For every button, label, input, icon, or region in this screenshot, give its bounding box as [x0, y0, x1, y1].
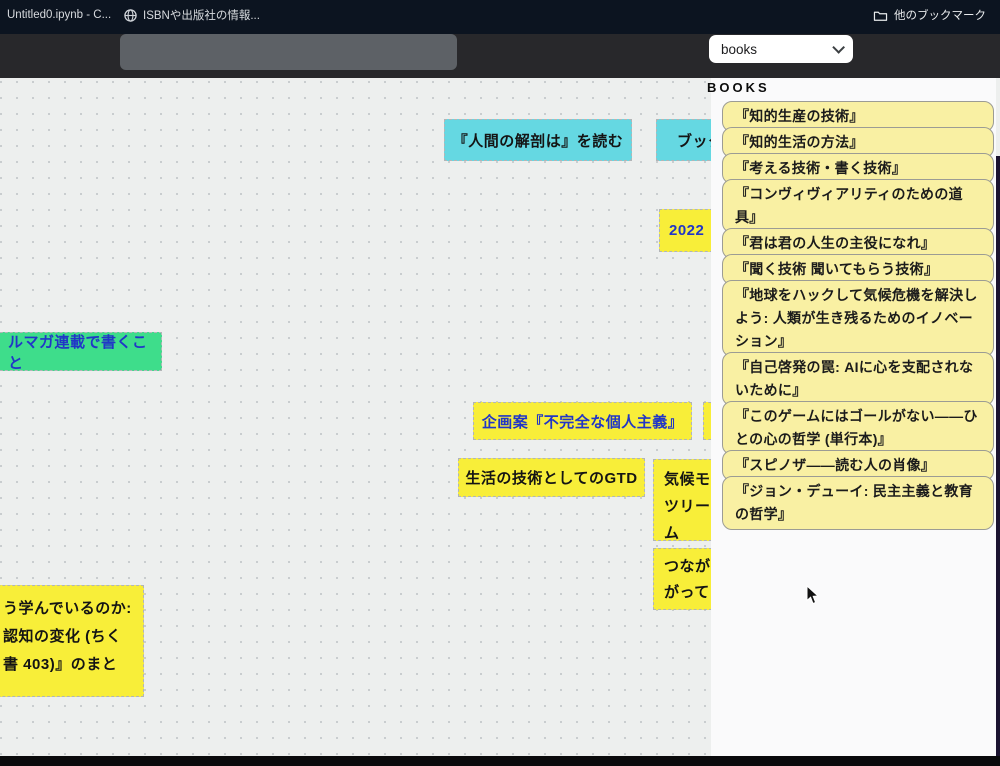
- book-list-item[interactable]: 『コンヴィヴィアリティのための道具』: [722, 179, 994, 233]
- browser-tab-isbn[interactable]: ISBNや出版社の情報...: [124, 7, 260, 23]
- book-list-item[interactable]: 『スピノザ——読む人の肖像』: [722, 450, 994, 481]
- sticky-note-mailmag[interactable]: ルマガ連載で書くこと: [0, 332, 162, 372]
- globe-icon: [124, 8, 137, 22]
- sticky-note-2022[interactable]: 2022: [659, 209, 711, 252]
- sidebar-title: BOOKS: [707, 80, 770, 95]
- book-list-item[interactable]: 『地球をハックして気候危機を解決しよう: 人類が生き残るためのイノベーション』: [722, 280, 994, 357]
- books-dropdown-value: books: [721, 41, 758, 57]
- chevron-down-icon: [832, 40, 845, 54]
- other-bookmarks-button[interactable]: 他のブックマーク: [873, 7, 986, 23]
- window-bottom-bar: [0, 756, 1000, 766]
- sticky-note-manabi[interactable]: う学んでいるのか: 認知の変化 (ちく 書 403)』のまと: [0, 585, 144, 697]
- other-bookmarks-label: 他のブックマーク: [894, 10, 986, 22]
- mouse-cursor-arrow: [806, 585, 820, 605]
- sticky-note-tsunaga[interactable]: つなが がって: [653, 548, 711, 610]
- book-list-item[interactable]: 『このゲームにはゴールがない——ひとの心の哲学 (単行本)』: [722, 401, 994, 455]
- book-list-item[interactable]: 『自己啓発の罠: AIに心を支配されないために』: [722, 352, 994, 406]
- books-dropdown[interactable]: books: [709, 35, 853, 63]
- address-search-field[interactable]: [120, 34, 457, 70]
- book-list-item[interactable]: 『君は君の人生の主役になれ』: [722, 228, 994, 259]
- sticky-note-book-clipped[interactable]: ブック: [656, 119, 711, 161]
- book-list-item[interactable]: 『考える技術・書く技術』: [722, 153, 994, 184]
- book-list-item[interactable]: 『ジョン・デューイ: 民主主義と教育の哲学』: [722, 476, 994, 530]
- browser-tab-untitled[interactable]: Untitled0.ipynb - C...: [7, 9, 112, 21]
- whiteboard-canvas[interactable]: 『人間の解剖は』を読む ブック 2022 ルマガ連載で書くこと 企画案『不完全な…: [0, 78, 711, 756]
- browser-top-bar: Untitled0.ipynb - C... ISBNや出版社の情報... 他の…: [0, 0, 1000, 34]
- books-sidebar: BOOKS 『知的生産の技術』 『知的生活の方法』 『考える技術・書く技術』 『…: [707, 78, 996, 756]
- book-list: 『知的生産の技術』 『知的生活の方法』 『考える技術・書く技術』 『コンヴィヴィ…: [722, 101, 994, 530]
- browser-tab-isbn-label: ISBNや出版社の情報...: [143, 10, 260, 22]
- sticky-note-human-anatomy[interactable]: 『人間の解剖は』を読む: [444, 119, 632, 161]
- toolbar-row: books: [0, 34, 1000, 78]
- folder-icon: [873, 11, 888, 21]
- content-area: 『人間の解剖は』を読む ブック 2022 ルマガ連載で書くこと 企画案『不完全な…: [0, 78, 1000, 766]
- sticky-note-kikou[interactable]: 気候モ ツリー ム: [653, 459, 711, 542]
- book-list-item[interactable]: 『聞く技術 聞いてもらう技術』: [722, 254, 994, 285]
- sticky-note-kikakuan[interactable]: 企画案『不完全な個人主義』: [473, 402, 692, 440]
- sticky-note-gtd[interactable]: 生活の技術としてのGTD: [458, 458, 645, 497]
- window-right-edge: [996, 156, 1000, 766]
- book-list-item[interactable]: 『知的生産の技術』: [722, 101, 994, 132]
- sticky-note-clipped-edge[interactable]: [703, 402, 711, 440]
